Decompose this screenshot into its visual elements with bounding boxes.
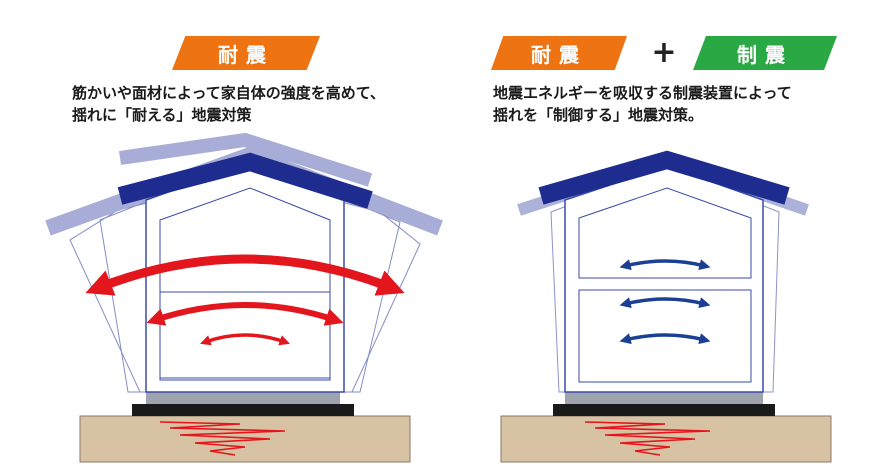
seishin-description-line1: 地震エネルギーを吸収する制震装置によって — [493, 84, 792, 102]
taishin-badge-right-label: 耐震 — [531, 42, 587, 67]
double-arrow-icon — [619, 333, 711, 345]
foundation — [553, 404, 775, 416]
double-arrow-icon — [146, 302, 344, 326]
foundation-top — [146, 392, 340, 404]
double-arrow-icon — [619, 297, 711, 309]
seishin-panel: 耐震 + 制震 地震エネルギーを吸収する制震装置によって 揺れを「制御する」地震… — [445, 0, 890, 470]
ground-block — [79, 415, 411, 463]
foundation-top — [565, 392, 763, 404]
double-arrow-icon — [619, 259, 711, 271]
seishin-badge-label: 制震 — [737, 42, 793, 67]
house-icon — [538, 150, 790, 393]
seishin-description: 地震エネルギーを吸収する制震装置によって 揺れを「制御する」地震対策。 — [493, 82, 792, 126]
taishin-description-line1: 筋かいや面材によって家自体の強度を高めて、 — [72, 84, 386, 102]
house-icon — [117, 152, 373, 393]
ground-wave-icon — [159, 421, 286, 456]
seishin-badge: 制震 — [693, 36, 837, 70]
ground-block — [500, 415, 832, 463]
taishin-badge-label: 耐震 — [218, 42, 274, 67]
taishin-badge-right: 耐震 — [491, 36, 627, 70]
taishin-description: 筋かいや面材によって家自体の強度を高めて、 揺れに「耐える」地震対策 — [72, 82, 385, 126]
seishin-description-line2: 揺れを「制御する」地震対策。 — [493, 106, 704, 124]
ground-wave-icon — [584, 421, 711, 456]
taishin-illustration — [45, 132, 443, 463]
seishin-illustration — [500, 150, 832, 463]
double-arrow-icon — [200, 333, 290, 346]
double-arrow-icon — [85, 254, 405, 296]
taishin-panel: 耐震 筋かいや面材によって家自体の強度を高めて、 揺れに「耐える」地震対策 — [45, 36, 443, 463]
taishin-badge: 耐震 — [172, 36, 320, 70]
plus-icon: + — [651, 35, 677, 70]
foundation — [132, 404, 354, 416]
taishin-description-line2: 揺れに「耐える」地震対策 — [72, 106, 252, 124]
